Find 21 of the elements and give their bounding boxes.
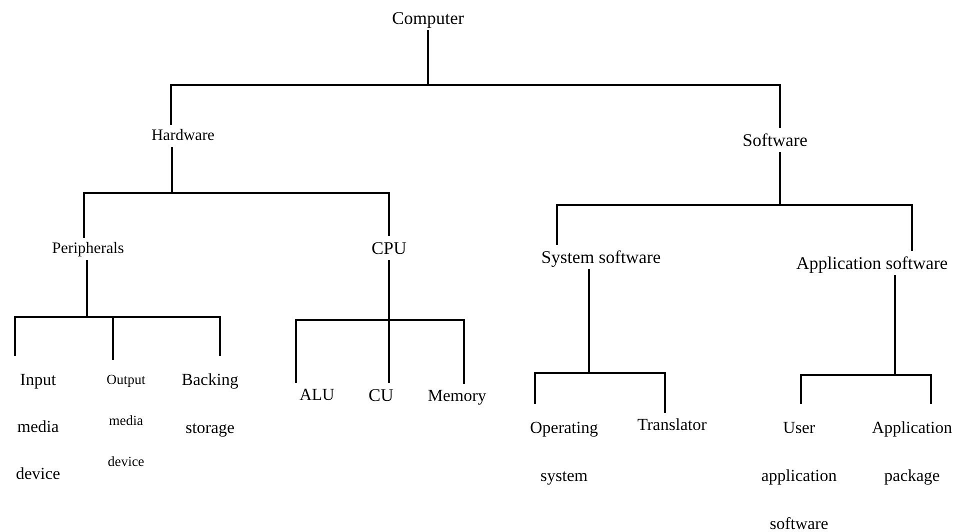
- tree-connector: [171, 147, 390, 236]
- node-label: Software: [742, 129, 808, 152]
- node-label: Memory: [426, 385, 488, 407]
- node-label: Hardware: [150, 126, 216, 146]
- node-label: Application package: [870, 417, 954, 487]
- node-label: Operating system: [529, 417, 599, 487]
- node-label: Application software: [795, 252, 949, 275]
- node-label: CPU: [370, 237, 408, 260]
- node-label: Translator: [636, 414, 708, 436]
- node-label: Output media device: [106, 372, 146, 472]
- node-label: ALU: [298, 384, 336, 406]
- tree-connector: [427, 30, 781, 128]
- node-label: Input media device: [14, 369, 62, 485]
- tree-connector: [588, 269, 666, 413]
- tree-connector: [779, 152, 913, 251]
- node-label: Peripherals: [51, 239, 125, 259]
- node-label: Backing storage: [180, 369, 240, 439]
- node-label: System software: [540, 246, 662, 269]
- node-label: Computer: [391, 7, 465, 30]
- node-label: User application software: [760, 417, 838, 532]
- node-label: CU: [367, 384, 394, 407]
